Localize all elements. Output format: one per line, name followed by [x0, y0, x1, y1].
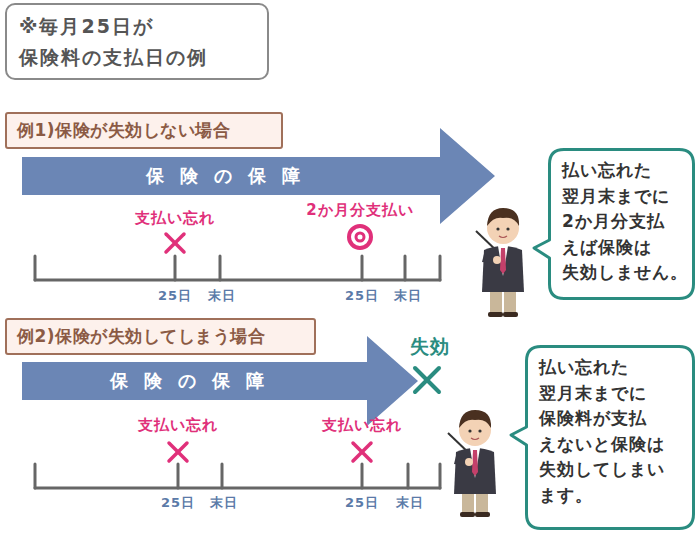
node-text: 例2)保険が失効してしまう場合 — [17, 325, 304, 347]
node-text: 保険の保障 — [110, 369, 280, 393]
arrow-body — [22, 128, 495, 224]
timeline-2 — [35, 464, 440, 488]
case-heading: 例2)保険が失効してしまう場合 — [5, 318, 316, 355]
coverage-arrow: 保険の保障 — [22, 128, 495, 224]
case-heading: 例1)保険が失効しない場合 — [5, 112, 283, 149]
speech-bubble: 払い忘れた 翌月末までに 2か月分支払 えば保険は 失効しません。 — [548, 148, 695, 300]
note-box: ※毎月25日が 保険料の支払日の例 — [5, 3, 269, 80]
date-label: 25日 — [345, 287, 379, 305]
bullseye-mark — [349, 226, 371, 248]
bubble-text: 払い忘れた 翌月末までに 保険料が支払 えないと保険は 失効してしまい ます。 — [539, 355, 687, 508]
date-label: 25日 — [158, 287, 192, 305]
event-label: 2か月分支払い — [306, 201, 413, 220]
arrow-text-band: 保険の保障 — [22, 362, 367, 400]
presenter-figure — [448, 410, 496, 517]
event-label: 支払い忘れ — [135, 209, 215, 228]
date-label: 末日 — [208, 287, 236, 305]
speech-bubble: 払い忘れた 翌月末までに 保険料が支払 えないと保険は 失効してしまい ます。 — [525, 345, 695, 530]
bubble-outline — [534, 150, 694, 299]
lapse-cross — [415, 368, 439, 392]
node-text: 保険の保障 — [146, 164, 316, 188]
arrow-body — [22, 336, 418, 426]
node-text: 払い忘れた 翌月末までに 2か月分支払 えば保険は 失効しません。 — [562, 158, 687, 286]
event-label: 支払い忘れ — [322, 416, 402, 435]
date-label: 25日 — [345, 494, 379, 512]
presenter-figure — [476, 208, 524, 317]
date-label: 末日 — [394, 287, 422, 305]
bubble-outline — [511, 347, 694, 529]
date-label: 25日 — [161, 494, 195, 512]
date-label: 末日 — [210, 494, 238, 512]
bubble-text: 払い忘れた 翌月末までに 2か月分支払 えば保険は 失効しません。 — [562, 158, 687, 286]
node-text: 払い忘れた 翌月末までに 保険料が支払 えないと保険は 失効してしまい ます。 — [539, 355, 687, 508]
node-text: ※毎月25日が 保険料の支払日の例 — [19, 11, 255, 72]
coverage-arrow: 保険の保障 — [22, 336, 418, 426]
arrow-text-band: 保険の保障 — [22, 157, 440, 195]
lapse-label: 失効 — [410, 334, 450, 360]
date-label: 末日 — [396, 494, 424, 512]
event-label: 支払い忘れ — [138, 416, 218, 435]
timeline-1 — [35, 256, 440, 280]
node-text: 例1)保険が失効しない場合 — [17, 119, 271, 141]
